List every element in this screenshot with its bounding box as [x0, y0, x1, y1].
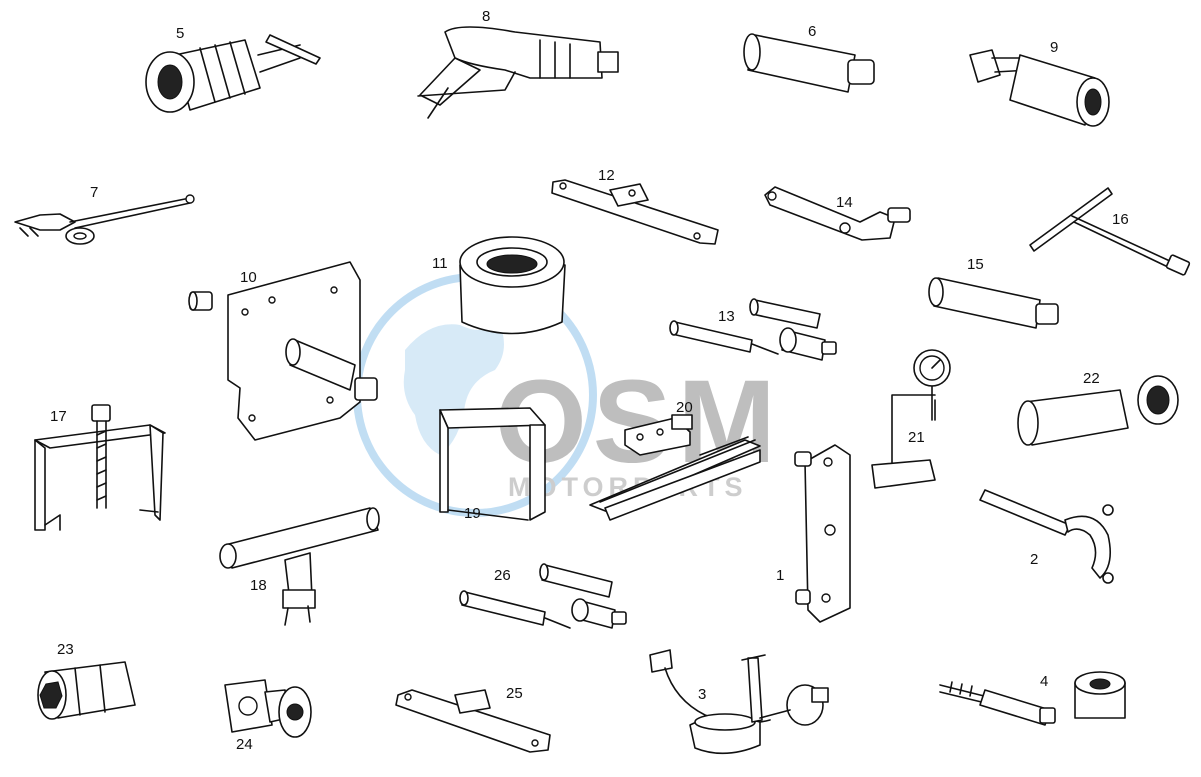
tool-13-pin-set: [669, 298, 837, 361]
label-part-4: 4: [1040, 673, 1048, 690]
tool-2-pin-spanner: [979, 489, 1114, 584]
tool-6-bush: [743, 33, 875, 93]
tool-18-t-handle: [219, 507, 380, 626]
label-part-20: 20: [676, 399, 693, 416]
label-part-14: 14: [836, 194, 853, 211]
tool-17-puller-frame: [34, 404, 166, 531]
tool-22-sleeve-ring: [1017, 375, 1179, 446]
tool-16-t-wrench: [1029, 187, 1191, 276]
label-part-23: 23: [57, 641, 74, 658]
tool-14-lever: [764, 186, 911, 241]
tool-12-bracket-plate: [551, 179, 719, 245]
tool-25-bracket-plate: [395, 689, 551, 753]
tool-7-wire-tool: [14, 194, 195, 245]
label-part-3: 3: [698, 686, 706, 703]
label-part-26: 26: [494, 567, 511, 584]
label-part-8: 8: [482, 8, 490, 25]
tool-1-plate: [794, 444, 851, 623]
label-part-10: 10: [240, 269, 257, 286]
tool-15-pin: [928, 277, 1059, 329]
label-part-19: 19: [464, 505, 481, 522]
tool-10-support-plate: [188, 261, 378, 441]
tool-21-dial-gauge: [871, 349, 951, 489]
label-part-5: 5: [176, 25, 184, 42]
tool-20-fork-jig: [589, 414, 761, 521]
label-part-17: 17: [50, 408, 67, 425]
label-part-24: 24: [236, 736, 253, 753]
tool-5-socket-t-handle: [145, 34, 321, 113]
tool-23-hex-socket: [37, 661, 136, 720]
tool-4-bolt-nut: [939, 671, 1126, 726]
tool-11-ring: [459, 236, 566, 335]
tool-3-stand: [649, 649, 829, 755]
watermark-continent-shape: [403, 324, 504, 455]
label-part-18: 18: [250, 577, 267, 594]
label-part-22: 22: [1083, 370, 1100, 387]
label-part-12: 12: [598, 167, 615, 184]
label-part-13: 13: [718, 308, 735, 325]
label-part-11: 11: [432, 255, 448, 272]
label-part-9: 9: [1050, 39, 1058, 56]
tool-24-flange-pair: [224, 679, 312, 738]
label-part-21: 21: [908, 429, 925, 446]
label-part-6: 6: [808, 23, 816, 40]
label-part-16: 16: [1112, 211, 1129, 228]
tool-19-bracket: [439, 407, 546, 521]
label-part-25: 25: [506, 685, 523, 702]
tool-9-extractor: [969, 49, 1110, 127]
tool-26-pin-set: [459, 563, 627, 629]
tool-8-puller: [417, 26, 619, 119]
label-part-2: 2: [1030, 551, 1038, 568]
label-part-7: 7: [90, 184, 98, 201]
label-part-1: 1: [776, 567, 784, 584]
label-part-15: 15: [967, 256, 984, 273]
